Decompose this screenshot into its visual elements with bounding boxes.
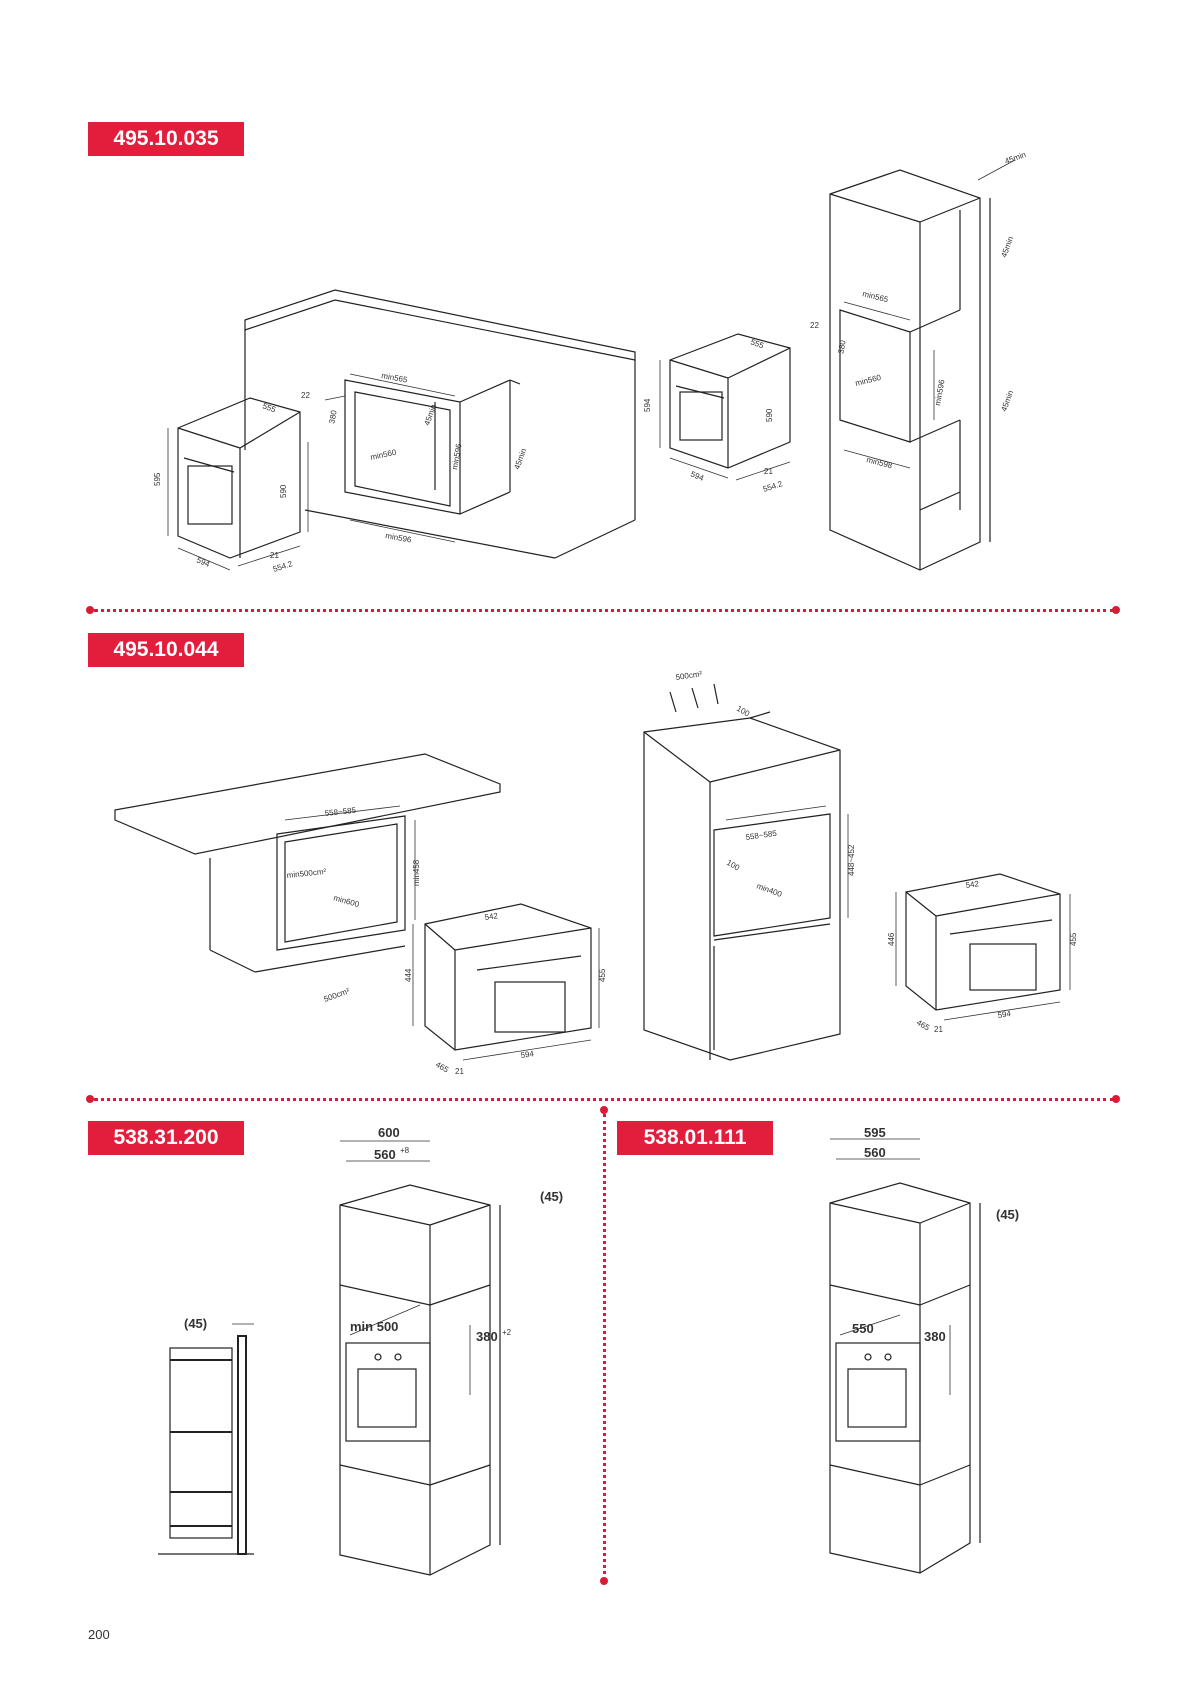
- dim-oven-trim: 21: [270, 551, 279, 560]
- dim-vent-top: min500cm²: [286, 867, 327, 880]
- tall-cabinet-compact-drawing: 500cm² 100 558~585 100 min400 448~452: [643, 669, 856, 1061]
- dim-opening-width: 558~585: [324, 806, 357, 818]
- dim-oven2-width: 594: [689, 470, 705, 484]
- dim-tall-22: 22: [810, 321, 819, 330]
- separator-dot: [600, 1577, 608, 1585]
- separator-dot: [1112, 1095, 1120, 1103]
- dim-compact-width: 542: [484, 911, 499, 922]
- dim-compact-height: 444: [404, 968, 413, 982]
- dim-rear-gap-2: (45): [996, 1207, 1019, 1222]
- dim-width-560: 560: [374, 1147, 396, 1162]
- dim-compact-width2: 594: [520, 1049, 535, 1060]
- separator-dot: [86, 606, 94, 614]
- separator-line: [94, 609, 1114, 612]
- side-profile-drawing: (45): [158, 1316, 254, 1555]
- dim-tall-380: 380: [836, 339, 847, 354]
- dim-depth-550: 550: [852, 1321, 874, 1336]
- dim-tall-min596: min596: [933, 378, 947, 406]
- dim-width-560-tolerance: +8: [400, 1146, 410, 1155]
- dim-tall2-height: 448~452: [847, 844, 856, 876]
- dim-side-gap: (45): [184, 1316, 207, 1331]
- dim-height-380-tolerance: +2: [502, 1328, 512, 1337]
- page-number: 200: [88, 1627, 110, 1642]
- dim-tall-min598: min598: [866, 455, 894, 470]
- dim-cabinet-22: 22: [301, 391, 310, 400]
- dim-tall-min560: min560: [854, 373, 882, 388]
- dim-tall-45b: 45min: [999, 389, 1015, 413]
- dim-compact2-height2: 455: [1069, 932, 1078, 946]
- separator-dot: [1112, 606, 1120, 614]
- dim-depth: min600: [332, 893, 360, 909]
- separator-line: [94, 1098, 1114, 1101]
- dim-oven-height: 595: [153, 472, 162, 486]
- dim-compact2-width2: 594: [997, 1009, 1012, 1020]
- dim-compact2-width: 542: [965, 879, 980, 890]
- dim-compact2-height: 446: [887, 932, 896, 946]
- dim-oven2-height2: 590: [765, 408, 774, 422]
- separator-dot: [600, 1106, 608, 1114]
- dim-tall2-d100: 100: [725, 858, 742, 873]
- oven-dimension-drawing: 595 555 594 21 554.2 590: [153, 397, 309, 574]
- dim-cabinet-45: 45min: [422, 403, 438, 427]
- tall-cabinet-drawing: 45min 45min min565 22 380 min560 min596 …: [810, 150, 1028, 571]
- dim-tall2-vent: 500cm²: [675, 669, 703, 682]
- dim-tall2-width: 558~585: [745, 829, 778, 842]
- separator-line-vertical: [603, 1114, 606, 1574]
- undercounter-cabinet-drawing: min565 22 380 min560 45min min596 min596…: [244, 289, 636, 559]
- dim-cabinet-min596-width: min596: [385, 531, 413, 545]
- dim-oven2-depth2: 554.2: [762, 479, 784, 494]
- dim-oven-height2: 590: [279, 484, 288, 498]
- section-code-538-31-200: 538.31.200: [88, 1121, 244, 1155]
- dim-depth-min500: min 500: [350, 1319, 398, 1334]
- dim-compact-trim: 21: [455, 1067, 464, 1076]
- dim-cabinet-45b: 45min: [512, 447, 528, 471]
- separator-dot: [86, 1095, 94, 1103]
- dim-height-380: 380: [476, 1329, 498, 1344]
- dim-cabinet-min596-depth: min596: [450, 442, 464, 470]
- dim-compact2-depth: 465: [915, 1018, 932, 1033]
- dim-cabinet-min560: min560: [370, 448, 398, 462]
- dim-compact-depth: 465: [434, 1060, 451, 1075]
- dim-tall2-dmin: min400: [755, 881, 783, 899]
- dim-height-380b: 380: [924, 1329, 946, 1344]
- dim-vent-bottom: 500cm²: [323, 986, 351, 1004]
- dim-width-560b: 560: [864, 1145, 886, 1160]
- tall-cabinet-built-in-drawing-2: 595 560 (45) 550 380: [829, 1125, 1019, 1574]
- dim-compact2-trim: 21: [934, 1025, 943, 1034]
- dim-tall-45a: 45min: [999, 235, 1015, 259]
- dim-width-595: 595: [864, 1125, 886, 1140]
- section-code-495-10-035: 495.10.035: [88, 122, 244, 156]
- compact-oven-drawing-2: 542 446 455 465 21 594: [887, 873, 1078, 1034]
- dim-oven2-trim: 21: [764, 467, 773, 476]
- dim-tall2-top: 100: [735, 704, 752, 719]
- countertop-cabinet-drawing: 558~585 min500cm² min600 min458 500cm²: [114, 753, 501, 1004]
- dim-tall-45-top: 45min: [1004, 150, 1028, 166]
- tall-cabinet-built-in-drawing: 600 560 +8 (45) min 500 380 +2: [339, 1125, 563, 1576]
- dim-oven-width: 594: [195, 556, 211, 570]
- section-code-538-01-111: 538.01.111: [617, 1121, 773, 1155]
- compact-oven-drawing: 542 444 455 465 21 594: [404, 903, 607, 1076]
- dim-oven-depth: 555: [261, 401, 277, 414]
- dim-oven2-height: 594: [643, 398, 652, 412]
- dim-rear-gap: (45): [540, 1189, 563, 1204]
- dim-cabinet-width: min565: [381, 371, 409, 385]
- section-code-495-10-044: 495.10.044: [88, 633, 244, 667]
- oven-dimension-drawing-2: 594 555 594 21 554.2 590: [643, 333, 791, 494]
- dim-tall-min565: min565: [862, 289, 890, 304]
- dim-compact-height2: 455: [598, 968, 607, 982]
- dim-height: min458: [412, 859, 421, 886]
- dim-cabinet-380: 380: [327, 409, 338, 424]
- dim-width-600: 600: [378, 1125, 400, 1140]
- dim-oven2-depth: 555: [749, 337, 765, 350]
